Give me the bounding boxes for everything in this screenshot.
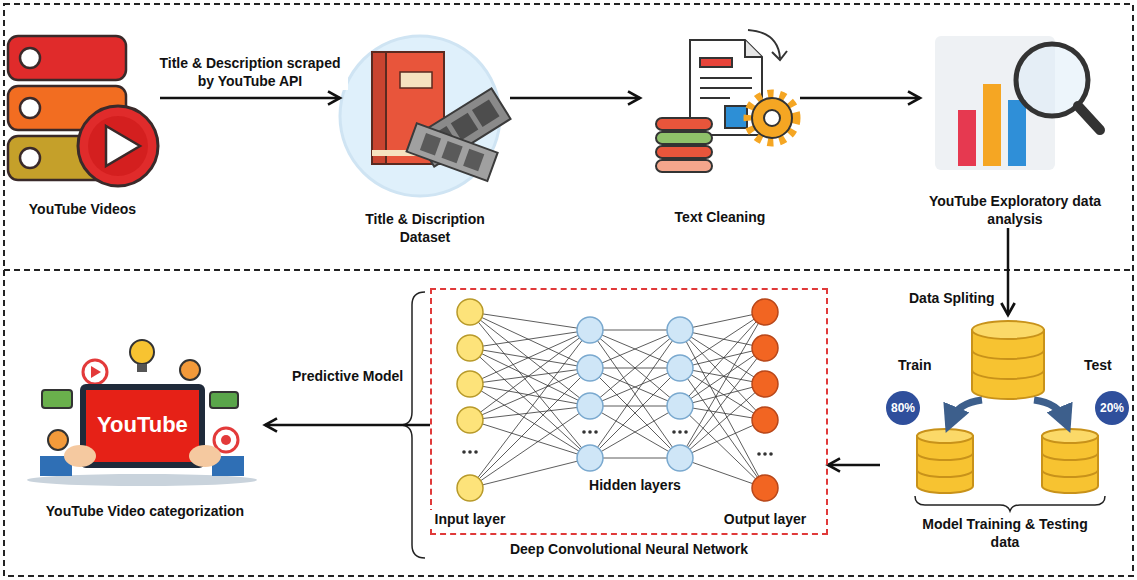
eda-icon	[935, 36, 1100, 170]
flow-arrow	[1007, 228, 1010, 315]
flow-arrow	[510, 97, 640, 100]
dataset-node: Title & Discription Dataset	[340, 30, 510, 246]
categorization-icon	[27, 340, 257, 486]
flow-arrow	[160, 97, 340, 100]
video-source-node: YouTube Videos	[5, 28, 160, 218]
text-cleaning-node: Text Cleaning	[640, 30, 800, 226]
node-caption: Deep Convolutional Neural Network	[430, 540, 828, 558]
node-caption: Input layer	[430, 510, 510, 528]
node-caption: YouTube Video categorization	[44, 502, 246, 520]
split-label: Train	[896, 356, 933, 374]
dashed-frame	[430, 288, 828, 535]
dashed-border	[4, 4, 1133, 576]
node-caption: YouTube Videos	[27, 200, 138, 218]
split-arrows	[951, 400, 1065, 420]
edge-label: Data Spliting	[906, 289, 998, 307]
cnn-node: Input layer Hidden layersOutput layerDeep…	[430, 288, 828, 560]
layer-label: Output layer	[715, 510, 815, 528]
layer-label: Hidden layers	[575, 476, 695, 494]
node-caption: Text Cleaning	[673, 208, 768, 226]
dataset-icon	[340, 36, 511, 196]
edge-label: Predictive Model	[289, 367, 406, 385]
neural-network-figure	[457, 299, 778, 501]
database-split-icon	[917, 321, 1098, 493]
bracket	[915, 496, 1105, 511]
split-label: Test	[1082, 356, 1114, 374]
node-caption: Title & Discription Dataset	[341, 210, 510, 246]
percent-label: 80%	[889, 399, 917, 417]
server-stack-icon	[8, 36, 158, 186]
flow-arrow	[265, 424, 430, 427]
edge-label: Title & Description scraped by YouTube A…	[152, 54, 348, 90]
node-caption: Model Training & Testing data	[913, 515, 1097, 551]
data-split-node: Model Training & Testing data	[880, 315, 1130, 551]
flow-arrow	[828, 464, 880, 467]
logo-text: YouTube	[94, 412, 191, 438]
flow-arrow	[800, 97, 920, 100]
node-caption: YouTube Exploratory data analysis	[926, 192, 1105, 228]
text-cleaning-icon	[656, 30, 796, 172]
percent-label: 20%	[1098, 399, 1126, 417]
percent-badges	[886, 391, 1129, 425]
eda-node: YouTube Exploratory data analysis	[920, 28, 1110, 228]
